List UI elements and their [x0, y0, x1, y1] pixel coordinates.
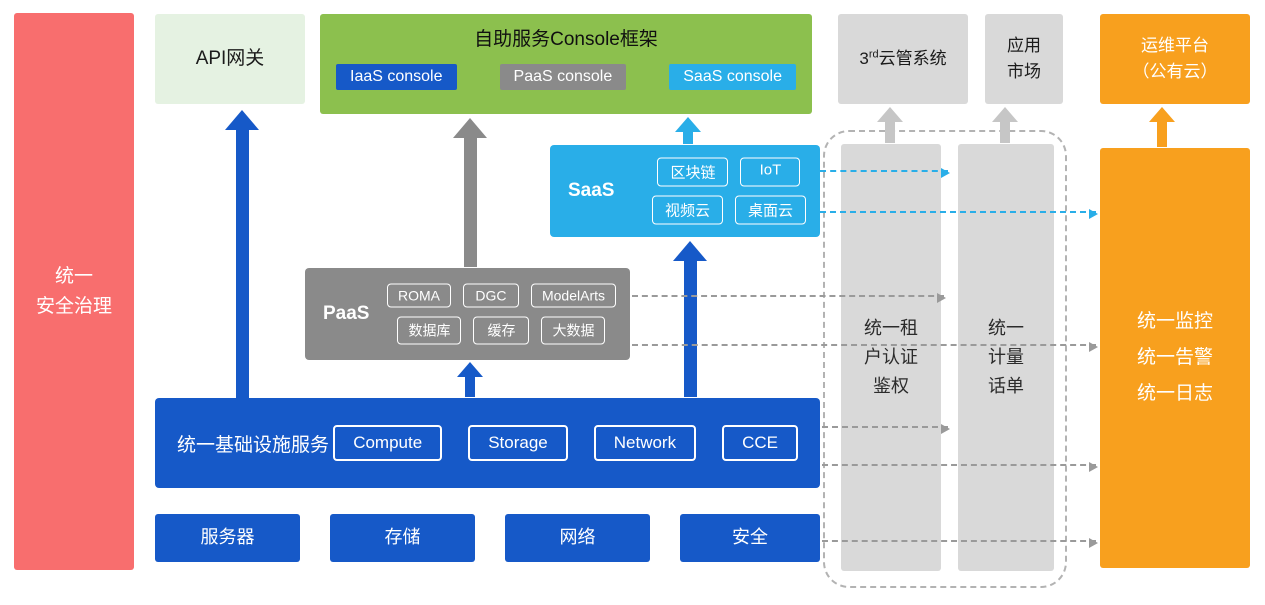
arrow-infra-to-saas — [673, 241, 707, 397]
dashed-connector-saas-to-monitor — [820, 209, 1098, 219]
tenant-auth-pillar: 统一租 户认证 鉴权 — [841, 144, 941, 571]
arrow-saas-to-saas-console — [675, 117, 701, 144]
unified-security-governance-bar: 统一 安全治理 — [14, 13, 134, 570]
paas-tags: ROMA DGC ModelArts 数据库 缓存 大数据 — [386, 283, 616, 345]
paas-layer-box: PaaS ROMA DGC ModelArts 数据库 缓存 大数据 — [305, 268, 630, 360]
saas-layer-label: SaaS — [568, 180, 615, 201]
storage-box: 存储 — [330, 514, 475, 562]
paas-tag-database: 数据库 — [397, 316, 462, 345]
arrow-monitor-to-om-platform — [1149, 107, 1175, 147]
infrastructure-layer-box: 统一基础设施服务 Compute Storage Network CCE — [155, 398, 820, 488]
arrow-paas-to-console — [453, 118, 487, 267]
saas-tags: 区块链 IoT 视频云 桌面云 — [651, 157, 806, 225]
arrow-infra-to-api-gateway — [225, 110, 259, 398]
security-box: 安全 — [680, 514, 820, 562]
saas-layer-box: SaaS 区块链 IoT 视频云 桌面云 — [550, 145, 820, 237]
shared-services-dashed-frame — [823, 130, 1067, 588]
monitoring-alarm-log-bar: 统一监控 统一告警 统一日志 — [1100, 148, 1250, 568]
dashed-connector-hardware-to-monitor — [822, 538, 1098, 548]
saas-tag-iot: IoT — [740, 157, 801, 187]
paas-tag-cache: 缓存 — [473, 316, 530, 345]
infrastructure-label: 统一基础设施服务 — [177, 434, 330, 456]
saas-tag-row-2: 视频云 桌面云 — [651, 195, 806, 225]
metering-billing-pillar: 统一 计量 话单 — [958, 144, 1054, 571]
dashed-connector-paas-to-monitor — [632, 342, 1098, 352]
dashed-connector-infra-to-monitor — [822, 462, 1098, 472]
infra-tag-cce: CCE — [722, 425, 798, 461]
console-framework-title: 自助服务Console框架 — [474, 29, 658, 50]
saas-console-button: SaaS console — [669, 64, 796, 90]
saas-tag-desktop-cloud: 桌面云 — [734, 195, 806, 225]
paas-tag-bigdata: 大数据 — [541, 316, 606, 345]
arrow-infra-to-paas — [457, 362, 483, 397]
network-box: 网络 — [505, 514, 650, 562]
console-buttons-row: IaaS console PaaS console SaaS console — [320, 64, 812, 90]
api-gateway-box: API网关 — [155, 14, 305, 104]
third-party-cloud-mgmt-box: 3rd云管系统 — [838, 14, 968, 104]
paas-tag-row-2: 数据库 缓存 大数据 — [387, 316, 616, 345]
dashed-connector-infra-to-billing — [822, 424, 950, 434]
saas-tag-blockchain: 区块链 — [657, 157, 729, 187]
paas-layer-label: PaaS — [323, 303, 370, 324]
third-party-label: 3rd云管系统 — [859, 48, 947, 68]
paas-console-button: PaaS console — [499, 64, 627, 90]
infra-tag-storage: Storage — [468, 425, 568, 461]
dashed-connector-saas-to-billing — [820, 168, 950, 178]
infrastructure-tags: Compute Storage Network CCE — [333, 425, 798, 461]
dashed-connector-paas-to-billing — [632, 293, 946, 303]
saas-tag-row-1: 区块链 IoT — [652, 157, 806, 187]
arrow-auth-to-third-party — [877, 107, 903, 143]
paas-tag-dgc: DGC — [462, 283, 519, 308]
paas-tag-roma: ROMA — [386, 283, 451, 308]
paas-tag-row-1: ROMA DGC ModelArts — [386, 283, 616, 308]
infra-tag-compute: Compute — [333, 425, 443, 461]
paas-tag-modelarts: ModelArts — [530, 283, 616, 308]
arrow-billing-to-app-market — [992, 107, 1018, 143]
app-market-box: 应用 市场 — [985, 14, 1063, 104]
console-framework-box: 自助服务Console框架 IaaS console PaaS console … — [320, 14, 812, 114]
om-platform-box: 运维平台 （公有云） — [1100, 14, 1250, 104]
saas-tag-video-cloud: 视频云 — [651, 195, 723, 225]
iaas-console-button: IaaS console — [336, 64, 457, 90]
infra-tag-network: Network — [593, 425, 697, 461]
server-box: 服务器 — [155, 514, 300, 562]
